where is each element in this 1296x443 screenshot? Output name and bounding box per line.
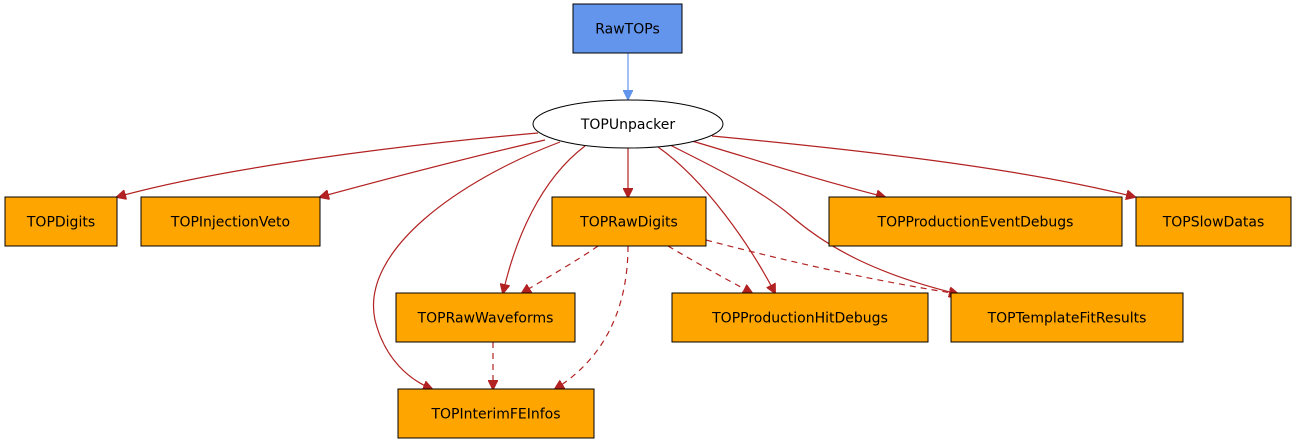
- node-toprawdigits[interactable]: TOPRawDigits: [551, 196, 707, 247]
- node-topproductionhitdebugs[interactable]: TOPProductionHitDebugs: [671, 292, 929, 343]
- edge-topunpacker-to-topproductionhitdebugs: [657, 146, 775, 293]
- edge-topunpacker-to-topinjectionveto: [320, 139, 546, 197]
- node-label: TOPProductionHitDebugs: [711, 311, 888, 327]
- node-label: TOPUnpacker: [580, 117, 676, 133]
- node-shape: [828, 196, 1123, 247]
- node-label: TOPSlowDatas: [1162, 215, 1265, 231]
- edge-topunpacker-to-topdigits: [117, 132, 539, 197]
- edge-topunpacker-to-toprawwaveforms: [503, 145, 586, 293]
- edge-toprawdigits-to-topinterimfeinfos: [555, 245, 629, 389]
- node-shape: [551, 196, 707, 247]
- node-shape: [1135, 196, 1292, 247]
- node-label: TOPDigits: [26, 215, 95, 231]
- node-shape: [671, 292, 929, 343]
- node-rawtops[interactable]: RawTOPs: [572, 3, 683, 54]
- node-label: TOPProductionEventDebugs: [877, 215, 1074, 231]
- node-shape: [572, 3, 683, 54]
- node-topinterimfeinfos[interactable]: TOPInterimFEInfos: [397, 388, 595, 439]
- node-shape: [950, 292, 1184, 343]
- node-shape: [397, 388, 595, 439]
- node-topdigits[interactable]: TOPDigits: [4, 196, 118, 247]
- node-shape: [4, 196, 118, 247]
- node-label: TOPInjectionVeto: [170, 215, 290, 231]
- edge-toprawdigits-to-toptemplatefitresults: [705, 239, 958, 294]
- node-topslowdatas[interactable]: TOPSlowDatas: [1135, 196, 1292, 247]
- node-shape: [532, 99, 724, 149]
- edge-topunpacker-to-topproductioneventdebugs: [691, 140, 885, 197]
- edge-topunpacker-to-topslowdatas: [711, 135, 1135, 197]
- node-label: TOPTemplateFitResults: [987, 311, 1147, 327]
- edge-topunpacker-to-toptemplatefitresults: [669, 144, 958, 294]
- node-label: TOPInterimFEInfos: [430, 407, 560, 423]
- node-label: TOPRawDigits: [579, 215, 678, 231]
- edge-toprawdigits-to-toprawwaveforms: [522, 245, 599, 293]
- node-topinjectionveto[interactable]: TOPInjectionVeto: [140, 196, 321, 247]
- node-topproductioneventdebugs[interactable]: TOPProductionEventDebugs: [828, 196, 1123, 247]
- node-shape: [395, 292, 576, 343]
- node-toptemplatefitresults[interactable]: TOPTemplateFitResults: [950, 292, 1184, 343]
- node-label: TOPRawWaveforms: [417, 311, 554, 327]
- node-label: RawTOPs: [595, 22, 660, 38]
- edge-topunpacker-to-topinterimfeinfos: [372, 141, 561, 389]
- edge-toprawdigits-to-topproductionhitdebugs: [667, 245, 752, 293]
- node-topunpacker[interactable]: TOPUnpacker: [532, 99, 724, 149]
- node-shape: [140, 196, 321, 247]
- node-toprawwaveforms[interactable]: TOPRawWaveforms: [395, 292, 576, 343]
